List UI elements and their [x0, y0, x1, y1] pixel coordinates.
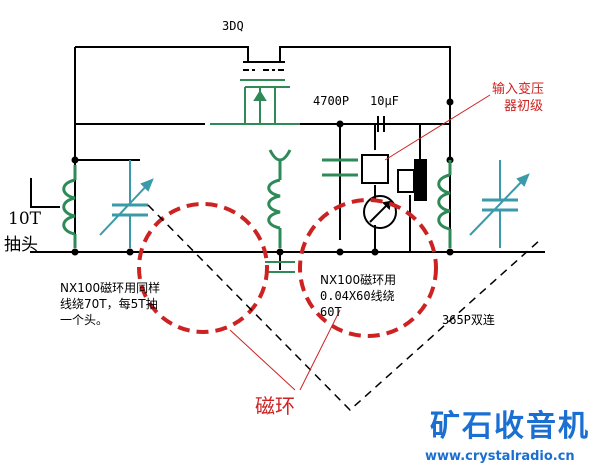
- junctions: [71, 98, 454, 256]
- left-coil: [62, 165, 77, 248]
- right-note-line1: NX100磁环用: [320, 273, 397, 287]
- transformer-label-line1: 输入变压: [492, 82, 545, 97]
- left-note-line2: 线绕70T，每5T抽: [60, 297, 158, 311]
- right-note-line3: 60T: [320, 305, 342, 319]
- junction-dot: [371, 248, 379, 256]
- toroid-label: 磁环: [255, 394, 295, 418]
- transformer-label-line2: 器初级: [504, 99, 544, 114]
- junction-dot: [276, 248, 284, 256]
- wire-to-10uf: [385, 123, 421, 163]
- left-note-line1: NX100磁环用同样: [60, 281, 161, 295]
- capacitor-10uf: [372, 116, 385, 132]
- ground-symbol: [265, 261, 295, 273]
- transistor-label: 3DQ: [222, 19, 244, 33]
- watermark-url: www.crystalradio.cn: [425, 449, 575, 464]
- right-note-line2: 0.04X60线绕: [320, 289, 395, 303]
- junction-dot: [71, 156, 79, 164]
- junction-dot: [336, 120, 344, 128]
- junction-dot: [71, 248, 79, 256]
- junction-dot: [126, 248, 134, 256]
- junction-dot: [446, 248, 454, 256]
- toroid-markers: [137, 198, 438, 338]
- dual-cap-link: [147, 204, 541, 412]
- wire-top-right: [279, 46, 451, 97]
- annotation-lines: [229, 94, 491, 391]
- watermark-logo: 矿石收音机: [430, 409, 590, 444]
- wire-to-transformer: [340, 123, 376, 150]
- right-coil: [437, 160, 452, 248]
- left-note-line3: 一个头。: [60, 313, 109, 327]
- junction-dot: [336, 248, 344, 256]
- earphone-symbol: [397, 159, 427, 201]
- right-variable-capacitor: [469, 160, 530, 248]
- transformer-primary: [361, 154, 389, 184]
- capacitor-4700p-label: 4700P: [313, 94, 350, 108]
- wire-top-left: [75, 46, 249, 62]
- capacitor-4700p: [322, 158, 358, 177]
- transistor-symbol: [210, 61, 300, 125]
- wires: [30, 46, 545, 270]
- tap-label-line2: 抽头: [4, 235, 38, 255]
- wire-tap-lead: [30, 178, 60, 208]
- capacitor-10uf-label: 10μF: [370, 94, 399, 108]
- dual-cap-label: 365P双连: [442, 313, 495, 327]
- junction-dot: [446, 98, 454, 106]
- tap-label-line1: 10T: [8, 209, 41, 229]
- left-variable-capacitor: [99, 160, 154, 248]
- middle-coil: [267, 149, 292, 248]
